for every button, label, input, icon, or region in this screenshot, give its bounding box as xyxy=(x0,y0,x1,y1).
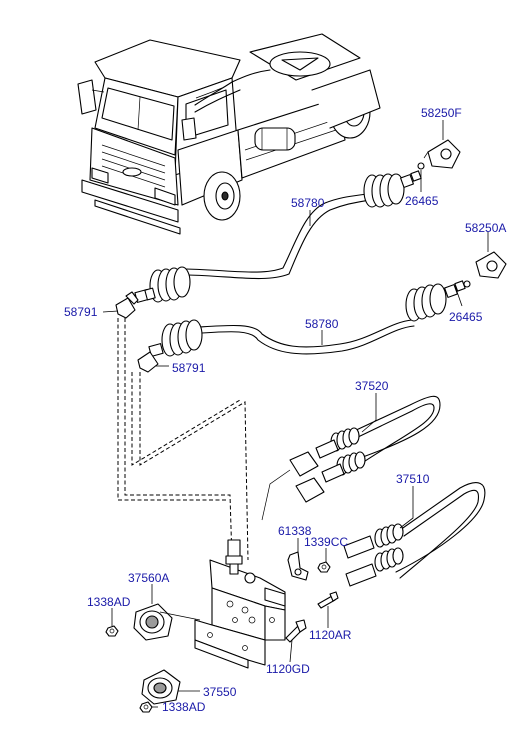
hose-dashed-1 xyxy=(124,318,233,561)
cable-37520 xyxy=(261,395,441,521)
part-label-58791-lower[interactable]: 58791 xyxy=(172,361,206,375)
part-label-37520[interactable]: 37520 xyxy=(355,379,389,393)
switch-37550 xyxy=(141,669,181,705)
part-label-58250A[interactable]: 58250A xyxy=(465,221,507,235)
part-label-58780-lower[interactable]: 58780 xyxy=(305,317,339,331)
part-label-26465-upper[interactable]: 26465 xyxy=(405,194,439,208)
part-label-26465-lower[interactable]: 26465 xyxy=(449,310,483,324)
connector-58250A xyxy=(475,251,507,279)
truck-illustration xyxy=(77,33,381,235)
cable-58780-upper xyxy=(134,170,422,303)
bolt-1120AR xyxy=(317,591,339,609)
part-label-1120AR[interactable]: 1120AR xyxy=(309,628,352,642)
cable-37510 xyxy=(343,482,486,587)
bolt-1120GD xyxy=(285,619,307,643)
part-label-61338[interactable]: 61338 xyxy=(278,524,312,538)
bracket-61338 xyxy=(287,551,309,581)
fitting-58791-upper xyxy=(115,291,139,319)
part-label-37550[interactable]: 37550 xyxy=(203,685,237,699)
nut-1339CC xyxy=(317,561,331,573)
part-label-37510[interactable]: 37510 xyxy=(396,472,430,486)
part-label-58250F[interactable]: 58250F xyxy=(421,106,462,120)
part-label-1120GD[interactable]: 1120GD xyxy=(266,662,310,676)
oring-26465-upper xyxy=(417,162,425,170)
fitting-58791-lower xyxy=(137,351,159,373)
switch-37560A xyxy=(133,603,201,641)
hose-dashed-2 xyxy=(139,372,249,561)
part-label-1338AD-lower[interactable]: 1338AD xyxy=(162,700,206,714)
part-label-58791-upper[interactable]: 58791 xyxy=(64,305,98,319)
part-label-37560A[interactable]: 37560A xyxy=(128,571,170,585)
bracket-assembly xyxy=(194,539,286,669)
nut-1338AD-lower xyxy=(139,701,153,713)
part-label-58780-upper[interactable]: 58780 xyxy=(291,196,325,210)
connector-58250F xyxy=(423,139,461,169)
cable-58780-lower xyxy=(148,280,466,357)
part-label-1338AD-upper[interactable]: 1338AD xyxy=(87,595,131,609)
part-label-1339CC[interactable]: 1339CC xyxy=(304,535,349,549)
nut-1338AD-upper xyxy=(105,625,119,637)
oring-26465-lower xyxy=(463,280,471,288)
leader-lines xyxy=(102,120,489,708)
